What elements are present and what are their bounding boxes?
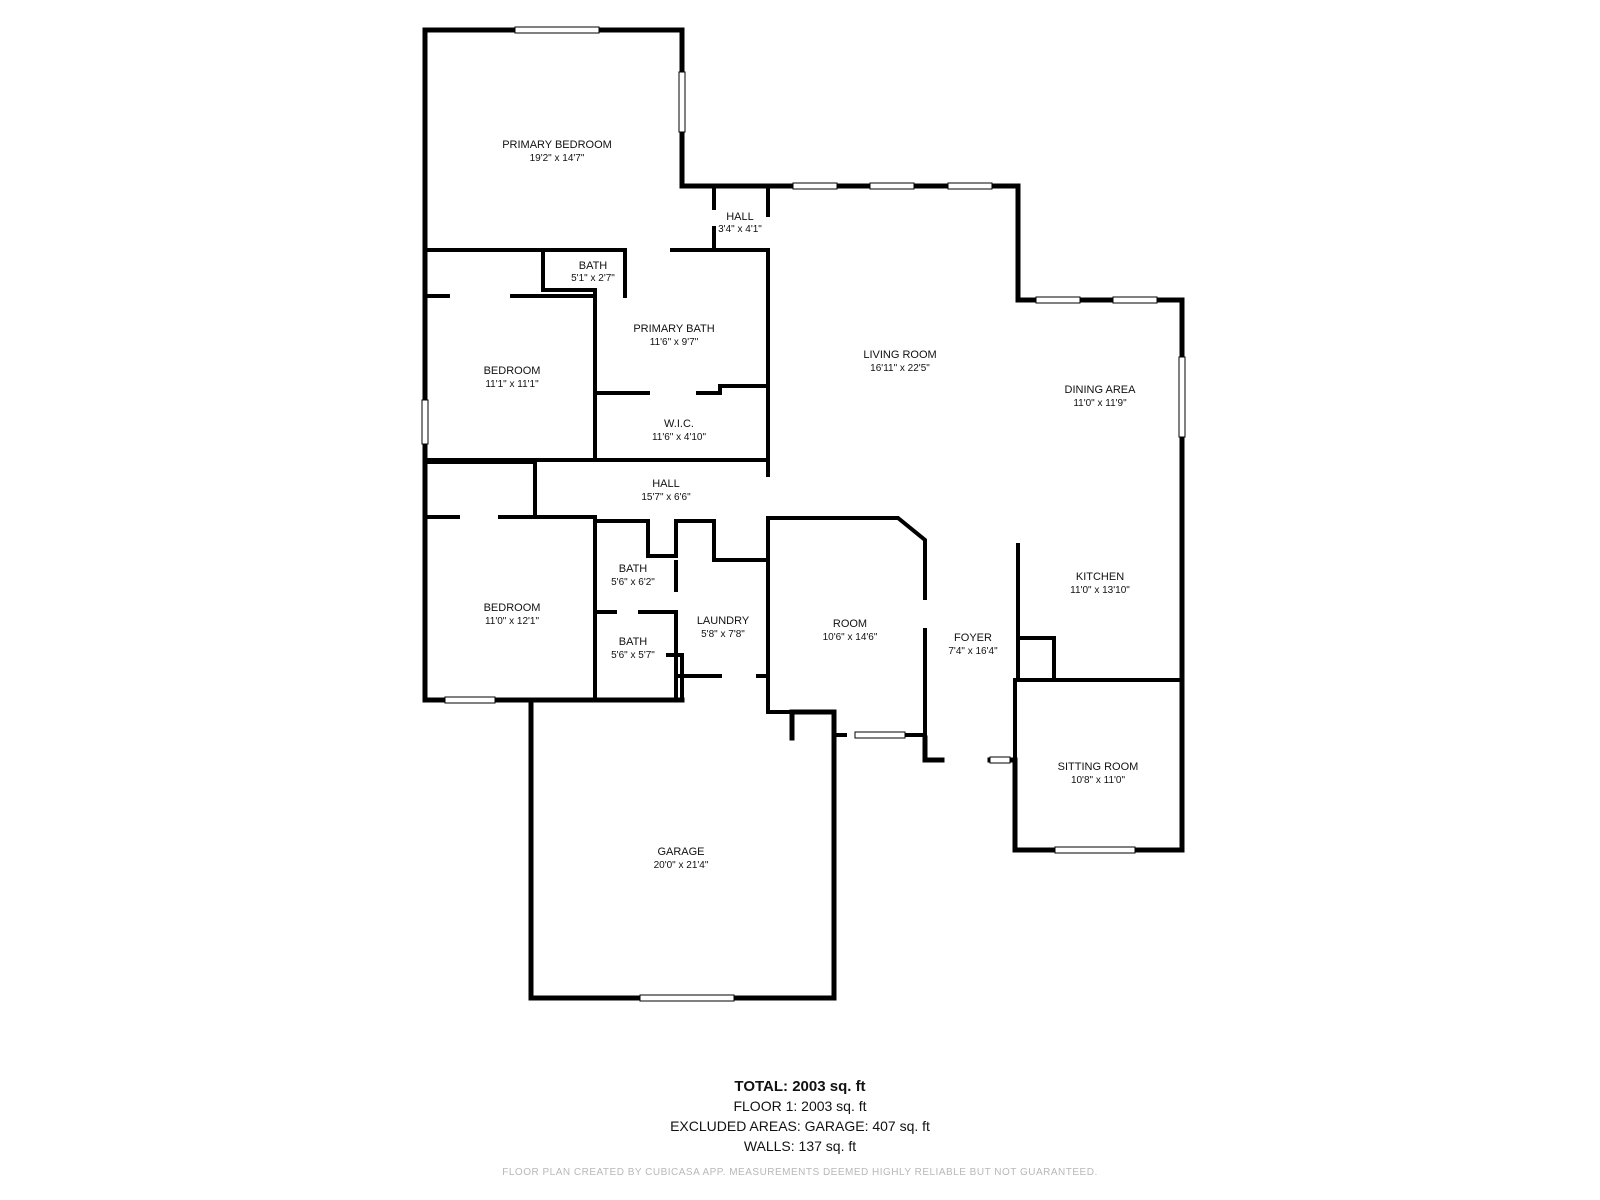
dim-primary-bedroom: 19'2" x 14'7": [530, 153, 585, 164]
dim-sitting-room: 10'8" x 11'0": [1071, 775, 1126, 786]
dim-bath-small: 5'1" x 2'7": [571, 273, 615, 284]
room-labels: PRIMARY BEDROOM 19'2" x 14'7" HALL 3'4" …: [484, 139, 1139, 871]
wall-kitchen-left: [1016, 543, 1056, 682]
window-room-bottom: [854, 731, 906, 739]
wall-bedroom-divider-2: [670, 248, 770, 462]
label-bath-3: BATH: [619, 636, 648, 648]
label-wic: W.I.C.: [664, 418, 694, 430]
window-living-1: [792, 182, 838, 190]
label-dining-area: DINING AREA: [1065, 384, 1137, 396]
label-primary-bedroom: PRIMARY BEDROOM: [502, 139, 612, 151]
label-hall-small: HALL: [726, 211, 754, 223]
dim-kitchen: 11'0" x 13'10": [1070, 585, 1130, 596]
label-bedroom-1: BEDROOM: [484, 365, 541, 377]
wall-laundry-corner: [666, 653, 684, 702]
wall-laundry-top: [678, 519, 767, 562]
wall-primary-bath-bottom-2: [696, 384, 770, 395]
dim-foyer: 7'4" x 16'4": [948, 646, 998, 657]
summary-total: TOTAL: 2003 sq. ft: [734, 1078, 866, 1095]
dim-wic: 11'6" x 4'10": [652, 432, 707, 443]
dim-bedroom-2: 11'0" x 12'1": [485, 616, 540, 627]
window-living-3: [947, 182, 993, 190]
wall-bath2-top: [593, 519, 678, 558]
label-bath-2: BATH: [619, 563, 648, 575]
wall-room: [766, 516, 927, 600]
wall-foyer-bottom: [922, 735, 945, 763]
dim-laundry: 5'8" x 7'8": [701, 629, 745, 640]
label-sitting-room: SITTING ROOM: [1058, 761, 1139, 773]
window-sitting-bottom: [1054, 846, 1136, 854]
wall-garage: [528, 700, 837, 1001]
credit-note: FLOOR PLAN CREATED BY CUBICASA APP. MEAS…: [502, 1167, 1098, 1178]
label-bath-small: BATH: [579, 260, 608, 272]
label-foyer: FOYER: [954, 632, 992, 644]
dim-hall-main: 15'7" x 6'6": [641, 492, 691, 503]
window-dining-1: [1035, 296, 1081, 304]
dim-living-room: 16'11" x 22'5": [870, 363, 930, 374]
label-living-room: LIVING ROOM: [863, 349, 936, 361]
dim-bath-3: 5'6" x 5'7": [611, 650, 655, 661]
window-foyer-door: [989, 756, 1011, 764]
window-garage-bottom: [639, 994, 735, 1002]
dim-garage: 20'0" x 21'4": [654, 860, 709, 871]
label-hall-main: HALL: [652, 478, 680, 490]
dim-room: 10'6" x 14'6": [823, 632, 878, 643]
label-primary-bath: PRIMARY BATH: [633, 323, 714, 335]
windows: [421, 26, 1186, 1002]
label-laundry: LAUNDRY: [697, 615, 750, 627]
summary-floor1: FLOOR 1: 2003 sq. ft: [733, 1098, 867, 1114]
label-bedroom-2: BEDROOM: [484, 602, 541, 614]
window-dining-right: [1178, 356, 1186, 438]
label-room: ROOM: [833, 618, 867, 630]
summary-excluded: EXCLUDED AREAS: GARAGE: 407 sq. ft: [670, 1118, 930, 1134]
wall-closet-2: [423, 460, 537, 516]
window-bedroom2-bottom: [444, 696, 496, 704]
dim-bedroom-1: 11'1" x 11'1": [485, 379, 539, 390]
wall-bath-small: [541, 248, 597, 462]
dim-hall-small: 3'4" x 4'1": [718, 224, 762, 235]
window-primary-right: [678, 71, 686, 133]
dim-dining-area: 11'0" x 11'9": [1073, 398, 1127, 409]
label-garage: GARAGE: [657, 846, 704, 858]
wall-room-left: [766, 698, 794, 714]
wall-bath2-divider-2: [638, 610, 678, 702]
window-primary-top: [514, 26, 600, 34]
dim-primary-bath: 11'6" x 9'7": [650, 337, 699, 348]
wall-primary-bedroom: [422, 27, 685, 703]
window-dining-2: [1112, 296, 1158, 304]
interior-walls: [423, 184, 1184, 764]
label-kitchen: KITCHEN: [1076, 571, 1124, 583]
wall-closet-2-bottom-2: [498, 515, 597, 702]
summary-walls: WALLS: 137 sq. ft: [743, 1138, 857, 1154]
dim-bath-2: 5'6" x 6'2": [611, 577, 655, 588]
window-living-2: [869, 182, 915, 190]
window-bedroom1-left: [421, 399, 429, 445]
